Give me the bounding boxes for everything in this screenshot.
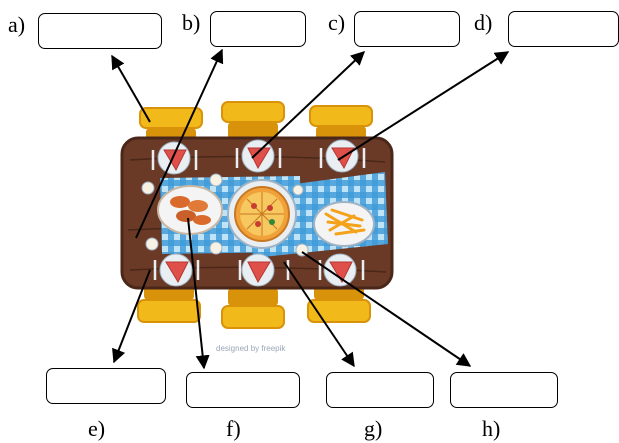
chair-top-middle xyxy=(221,101,285,140)
answer-box-c[interactable] xyxy=(354,11,460,47)
chair-bottom-middle xyxy=(221,288,285,329)
arrow-h xyxy=(301,251,472,367)
arrow-f xyxy=(187,217,210,370)
fries-plate xyxy=(313,201,375,247)
arrows xyxy=(111,48,510,370)
sauce-bowls xyxy=(141,173,309,257)
plate-top-middle xyxy=(235,139,282,173)
arrow-e xyxy=(112,269,151,364)
label-h: h) xyxy=(482,416,501,441)
chicken-plate xyxy=(157,185,223,235)
answer-box-e[interactable] xyxy=(46,368,166,404)
label-c: c) xyxy=(328,10,346,35)
plate-bottom-left xyxy=(153,253,200,287)
arrow-g xyxy=(283,261,355,368)
arrow-d xyxy=(337,51,510,161)
pizza xyxy=(227,179,297,249)
arrow-b xyxy=(135,48,224,239)
label-b: b) xyxy=(182,10,201,35)
plate-bottom-middle xyxy=(238,253,290,287)
label-a: a) xyxy=(8,12,26,37)
watermark: designed by freepik xyxy=(216,344,286,353)
arrow-c xyxy=(251,51,366,159)
answer-box-b[interactable] xyxy=(210,11,306,47)
label-e: e) xyxy=(88,416,106,441)
label-g: g) xyxy=(364,416,383,441)
answer-box-f[interactable] xyxy=(186,372,300,408)
label-d: d) xyxy=(474,10,493,35)
arrow-a xyxy=(111,54,151,123)
plate-bottom-right xyxy=(318,253,365,287)
answer-box-g[interactable] xyxy=(326,372,434,408)
answer-box-d[interactable] xyxy=(508,11,619,47)
answer-box-a[interactable] xyxy=(38,13,162,49)
label-f: f) xyxy=(226,416,241,441)
plate-top-left xyxy=(151,141,198,175)
answer-box-h[interactable] xyxy=(450,372,558,408)
